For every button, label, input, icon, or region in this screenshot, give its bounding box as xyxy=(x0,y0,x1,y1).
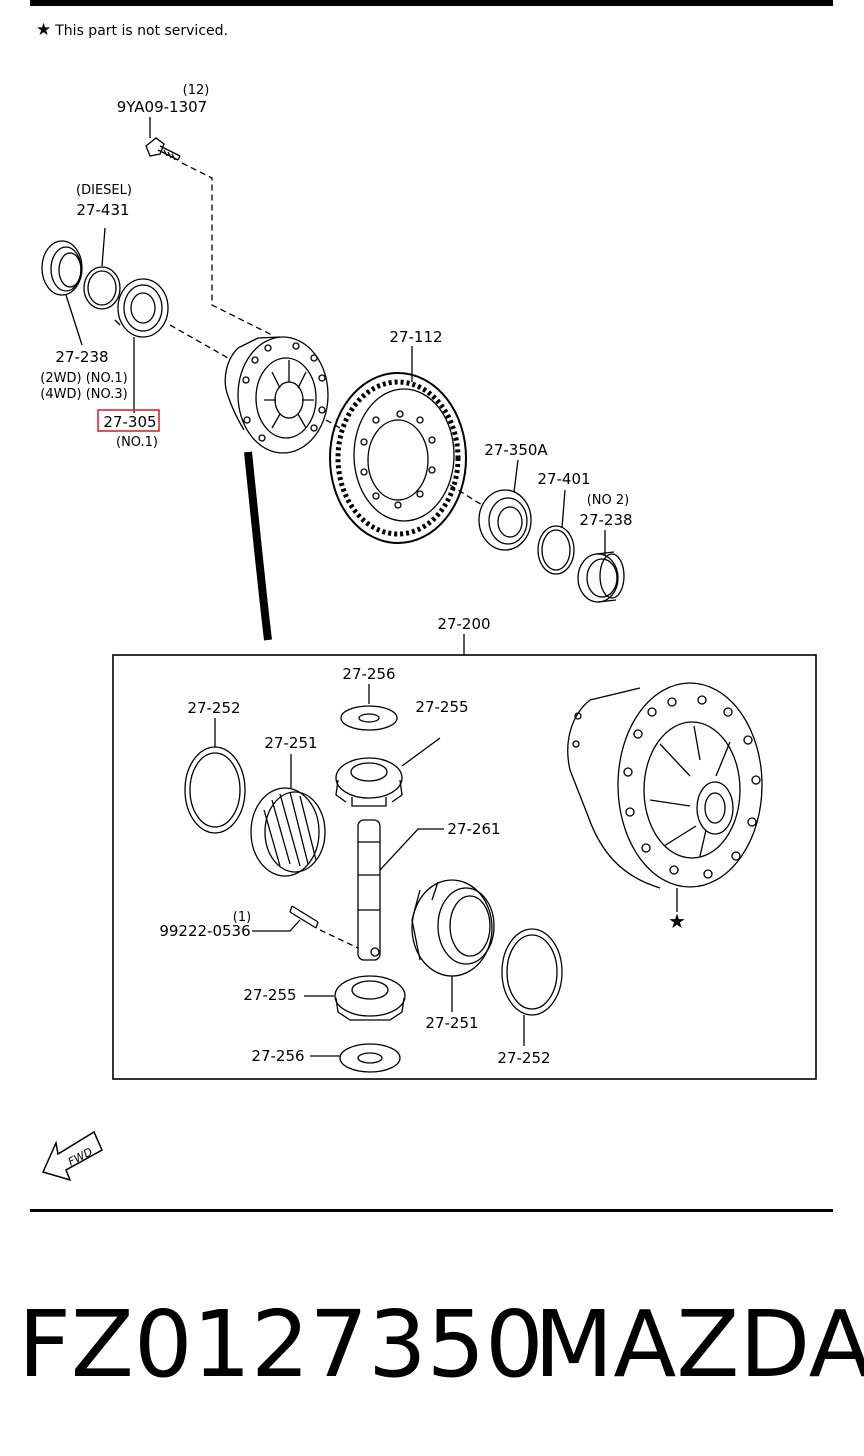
bolt-qty-label: (12) xyxy=(183,83,210,98)
exploded-parts-diagram: (12) 9YA09-1307 (DIESEL) 27-431 27-238 (… xyxy=(40,83,817,1182)
right-thrust-washer-drawing xyxy=(501,928,563,1016)
service-note-text: This part is not serviced. xyxy=(55,23,228,39)
bolt-drawing xyxy=(145,137,181,161)
shim-left-leader xyxy=(101,227,106,267)
seal-right-label: 27-238 xyxy=(579,511,632,529)
washer-bottom-label: 27-256 xyxy=(251,1047,304,1065)
shim-right-label: 27-401 xyxy=(537,470,590,488)
bearing-left-label: 27-305 xyxy=(103,413,156,431)
seal-left-label: 27-238 xyxy=(55,348,108,366)
bolt-part-label: 9YA09-1307 xyxy=(117,98,207,116)
brand-name: MAZDA xyxy=(534,1291,864,1398)
ring-gear-label: 27-112 xyxy=(389,328,442,346)
diff-assembly-label: 27-200 xyxy=(437,615,490,633)
side-gear-left-label: 27-251 xyxy=(264,734,317,752)
seal-left-leader xyxy=(65,294,83,346)
left-side-gear-drawing xyxy=(250,787,326,877)
pinion-bottom-label: 27-255 xyxy=(243,986,296,1004)
shim-left-label: 27-431 xyxy=(76,201,129,219)
bottom-washer-drawing xyxy=(339,1043,401,1073)
right-side-gear-drawing xyxy=(411,879,495,977)
cross-shaft-drawing xyxy=(357,819,381,961)
footer: FZ0127350 MAZDA xyxy=(18,1290,864,1400)
left-thrust-washer-drawing xyxy=(184,746,246,834)
bolt-leader-dash xyxy=(181,162,273,336)
diesel-label: (DIESEL) xyxy=(76,183,132,198)
star-icon: ★ xyxy=(36,20,52,40)
pin-part-label: 99222-0536 xyxy=(159,922,250,940)
pinion-top-leader xyxy=(401,737,441,767)
service-note: ★This part is not serviced. xyxy=(36,20,228,40)
left-shim-drawing xyxy=(83,266,121,310)
right-oil-seal-drawing xyxy=(577,551,625,603)
case-star-icon: ★ xyxy=(668,909,686,933)
top-pinion-drawing xyxy=(335,757,403,807)
seal-left-note-2: (4WD) (NO.3) xyxy=(40,387,127,402)
shim-right-leader xyxy=(561,489,566,529)
thrust-right-label: 27-252 xyxy=(497,1049,550,1067)
ring-gear-drawing xyxy=(329,372,467,544)
seal-right-note: (NO 2) xyxy=(587,493,630,508)
case-leader-thick xyxy=(244,451,272,641)
part-number: FZ0127350 xyxy=(18,1291,544,1398)
top-rule xyxy=(30,0,833,6)
thrust-left-label: 27-252 xyxy=(187,699,240,717)
side-gear-right-label: 27-251 xyxy=(425,1014,478,1032)
highlight-box xyxy=(97,409,160,432)
washer-top-label: 27-256 xyxy=(342,665,395,683)
bearing-right-leader xyxy=(513,459,519,493)
bottom-pinion-drawing xyxy=(334,975,406,1021)
bottom-rule xyxy=(30,1209,833,1212)
left-bearing-drawing xyxy=(114,278,169,338)
pin-qty-label: (1) xyxy=(233,910,251,925)
pinion-top-label: 27-255 xyxy=(415,698,468,716)
pin-leader xyxy=(252,919,301,932)
fwd-arrow-icon xyxy=(41,1130,103,1182)
bearing-left-note: (NO.1) xyxy=(116,435,158,450)
right-shim-drawing xyxy=(537,525,575,575)
shaft-label: 27-261 xyxy=(447,820,500,838)
upper-diff-case-drawing xyxy=(224,336,329,454)
shaft-leader xyxy=(379,828,444,871)
seal-left-note-1: (2WD) (NO.1) xyxy=(40,371,127,386)
roll-pin-drawing xyxy=(289,905,319,929)
bearing-right-label: 27-350A xyxy=(484,441,548,459)
right-bearing-drawing xyxy=(478,489,532,551)
assembled-diff-case-drawing xyxy=(567,682,763,889)
left-oil-seal-drawing xyxy=(41,240,83,296)
top-washer-drawing xyxy=(340,705,398,731)
